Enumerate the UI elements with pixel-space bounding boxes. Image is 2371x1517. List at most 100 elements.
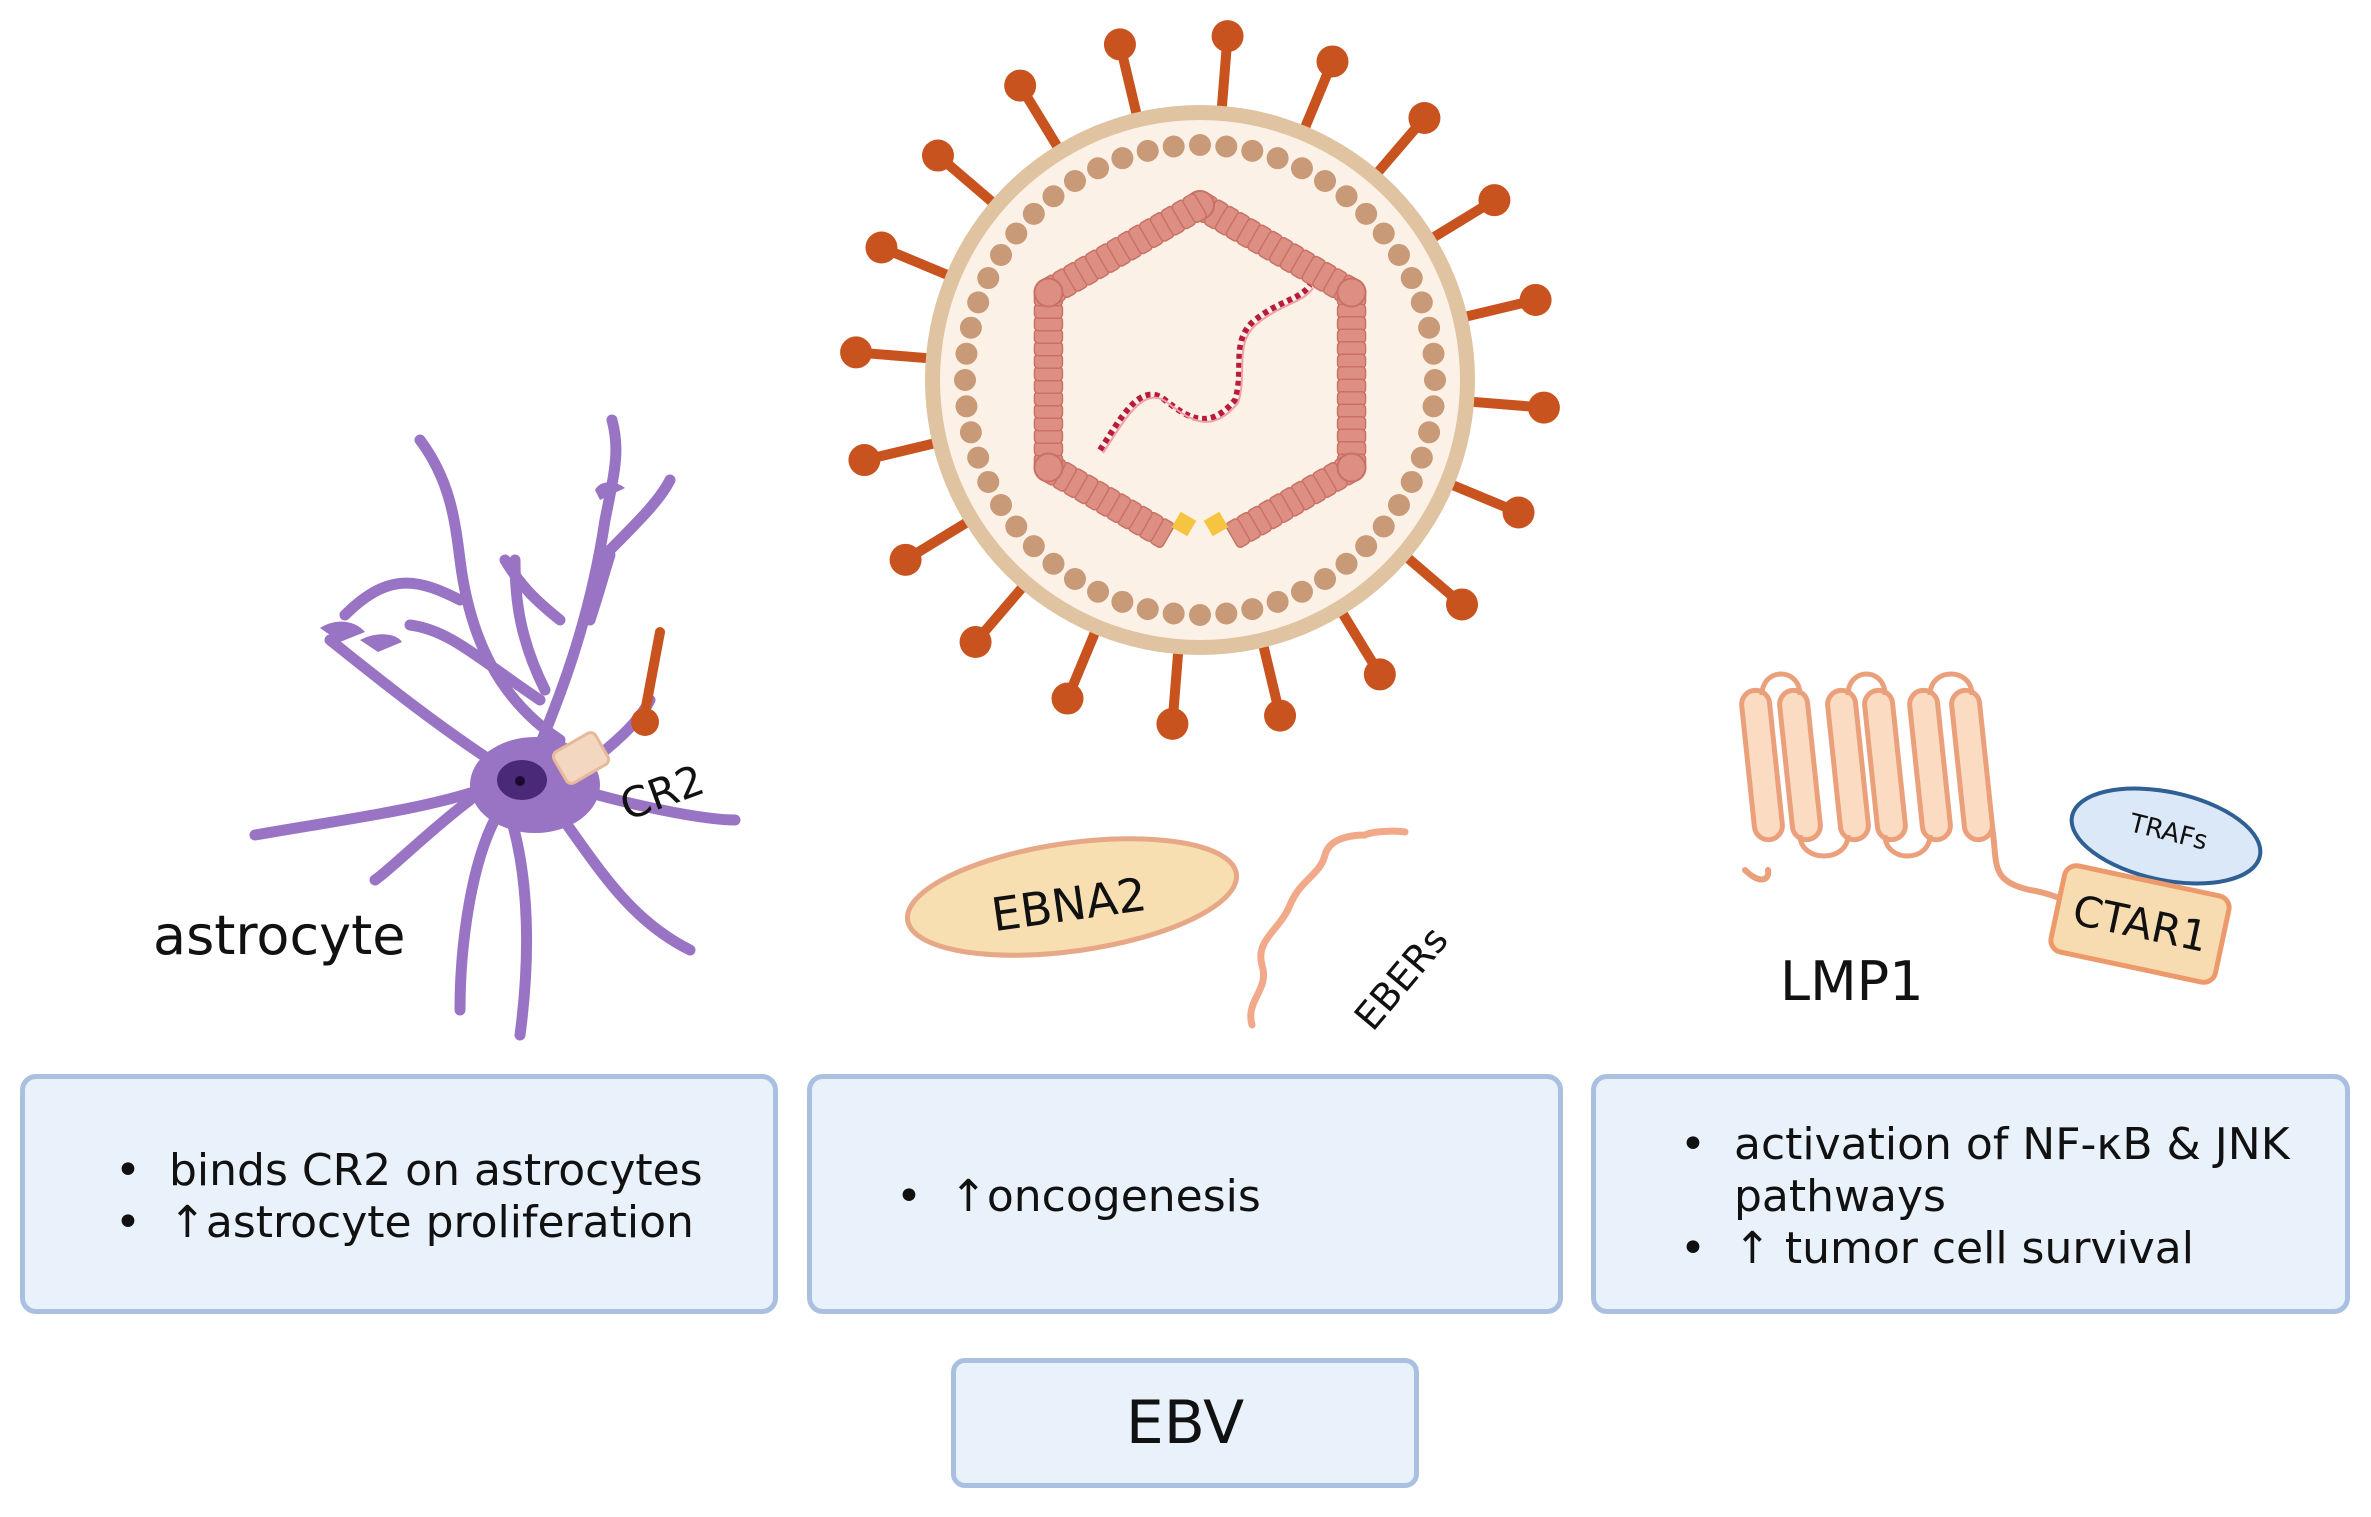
ebna2-effects-box: ↑oncogenesis bbox=[807, 1074, 1563, 1314]
tegument-dot bbox=[977, 470, 1000, 493]
tegument-dot bbox=[1241, 139, 1264, 162]
virion-dna-strand bbox=[1097, 283, 1313, 452]
virion-capsid bbox=[1033, 190, 1367, 549]
spike-head bbox=[1211, 20, 1244, 53]
lmp1-loop bbox=[1882, 834, 1933, 859]
tegument-dot bbox=[1335, 185, 1358, 208]
lmp1-effects-list: activation of NF-κB & JNK pathways ↑ tum… bbox=[1680, 1119, 2345, 1275]
astrocyte-endfoot-1 bbox=[595, 482, 625, 500]
tegument-dot bbox=[967, 291, 990, 314]
lmp1-effects-box: activation of NF-κB & JNK pathways ↑ tum… bbox=[1591, 1074, 2350, 1314]
spike-head bbox=[1156, 707, 1189, 740]
tegument-dot bbox=[1400, 470, 1423, 493]
tegument-dot bbox=[1087, 580, 1110, 603]
spike-head bbox=[1363, 658, 1396, 691]
spike-head bbox=[1264, 699, 1297, 732]
tegument-dot bbox=[1290, 580, 1313, 603]
capsid-portal bbox=[1171, 511, 1197, 537]
lmp1-loop bbox=[1759, 671, 1803, 696]
spike-head bbox=[1408, 101, 1441, 134]
spike-head bbox=[921, 139, 954, 172]
tegument-dot bbox=[1087, 157, 1110, 180]
tegument-dot bbox=[1189, 134, 1211, 156]
ebna2-effects-list: ↑oncogenesis bbox=[896, 1171, 1261, 1223]
tegument-dot bbox=[1410, 446, 1433, 469]
tegument-dot bbox=[1372, 515, 1395, 538]
spike-head bbox=[1316, 45, 1349, 78]
tegument-dot bbox=[1266, 147, 1289, 170]
tegument-dot bbox=[1136, 139, 1159, 162]
tegument-dot bbox=[1372, 222, 1395, 245]
tegument-dot bbox=[1400, 267, 1423, 290]
lmp1-helix bbox=[1777, 687, 1823, 843]
tegument-dot bbox=[1189, 604, 1211, 626]
spike-head bbox=[1478, 184, 1511, 217]
virion-dna-strand-2 bbox=[1102, 287, 1314, 454]
tegument-dot bbox=[955, 342, 978, 365]
list-item: activation of NF-κB & JNK pathways bbox=[1680, 1119, 2345, 1223]
astrocyte-effects-list: binds CR2 on astrocytes ↑astrocyte proli… bbox=[115, 1145, 703, 1249]
tegument-dot bbox=[1063, 567, 1086, 590]
list-item: ↑ tumor cell survival bbox=[1680, 1223, 2345, 1275]
virion-glycoprotein-spikes bbox=[840, 20, 1560, 740]
capsid-vertex bbox=[1033, 452, 1064, 483]
list-item: ↑oncogenesis bbox=[896, 1171, 1261, 1223]
gp350-spike-stem bbox=[640, 627, 665, 717]
trafs-complex bbox=[2069, 786, 2263, 886]
ctar1-domain bbox=[2048, 863, 2232, 985]
tegument-dot bbox=[959, 316, 982, 339]
tegument-dot bbox=[1042, 185, 1065, 208]
tegument-dot bbox=[1136, 598, 1159, 621]
list-item: ↑astrocyte proliferation bbox=[115, 1197, 703, 1249]
lmp1-label: LMP1 bbox=[1780, 950, 1924, 1013]
ebers-rna bbox=[1247, 827, 1409, 1029]
lmp1-loop bbox=[1797, 834, 1851, 859]
ebv-virion-illustration bbox=[840, 20, 1560, 740]
lmp1-helix bbox=[1949, 687, 1995, 843]
tegument-dot bbox=[955, 395, 978, 418]
capsid-vertex bbox=[1033, 277, 1064, 308]
tegument-dot bbox=[954, 369, 976, 391]
tegument-dot bbox=[1410, 291, 1433, 314]
tegument-dot bbox=[1111, 590, 1134, 613]
spike-head bbox=[1527, 391, 1560, 424]
ebv-label-box: EBV bbox=[951, 1358, 1419, 1488]
tegument-dot bbox=[990, 494, 1013, 517]
tegument-dot bbox=[1266, 590, 1289, 613]
tegument-dot bbox=[1162, 602, 1185, 625]
lmp1-loop bbox=[1845, 671, 1888, 696]
tegument-dot bbox=[977, 267, 1000, 290]
tegument-dot bbox=[1422, 342, 1445, 365]
spike-head bbox=[865, 231, 898, 264]
capsomere bbox=[1225, 518, 1251, 549]
tegument-dot bbox=[1215, 135, 1238, 158]
tegument-dot bbox=[1314, 170, 1337, 193]
astrocyte-label: astrocyte bbox=[153, 904, 406, 967]
spike-head bbox=[1502, 496, 1535, 529]
gp350-spike-head bbox=[631, 708, 659, 736]
tegument-dot bbox=[1335, 552, 1358, 575]
tegument-dot bbox=[1355, 202, 1378, 225]
tegument-dot bbox=[1314, 567, 1337, 590]
tegument-dot bbox=[1005, 515, 1028, 538]
capsid-vertex bbox=[1336, 277, 1367, 308]
tegument-dot bbox=[1422, 395, 1445, 418]
ebv-label: EBV bbox=[1125, 1388, 1245, 1458]
tegument-dot bbox=[990, 243, 1013, 266]
lmp1-helix bbox=[1825, 687, 1871, 843]
astrocyte-endfoot-2 bbox=[320, 621, 365, 642]
astrocyte-nucleolus bbox=[515, 776, 525, 786]
astrocyte-endfoot-3 bbox=[360, 634, 402, 652]
tegument-dot bbox=[959, 421, 982, 444]
lmp1-helix bbox=[1739, 687, 1785, 843]
spike-head bbox=[840, 336, 873, 369]
list-item: binds CR2 on astrocytes bbox=[115, 1145, 703, 1197]
cr2-receptor bbox=[551, 731, 611, 785]
tegument-dot bbox=[1063, 170, 1086, 193]
capsid-vertex bbox=[1336, 452, 1367, 483]
tegument-dot bbox=[1418, 316, 1441, 339]
astrocyte-effects-box: binds CR2 on astrocytes ↑astrocyte proli… bbox=[20, 1074, 778, 1314]
tegument-dot bbox=[1424, 369, 1446, 391]
spike-head bbox=[848, 444, 881, 477]
lmp1-illustration bbox=[1739, 671, 2083, 908]
